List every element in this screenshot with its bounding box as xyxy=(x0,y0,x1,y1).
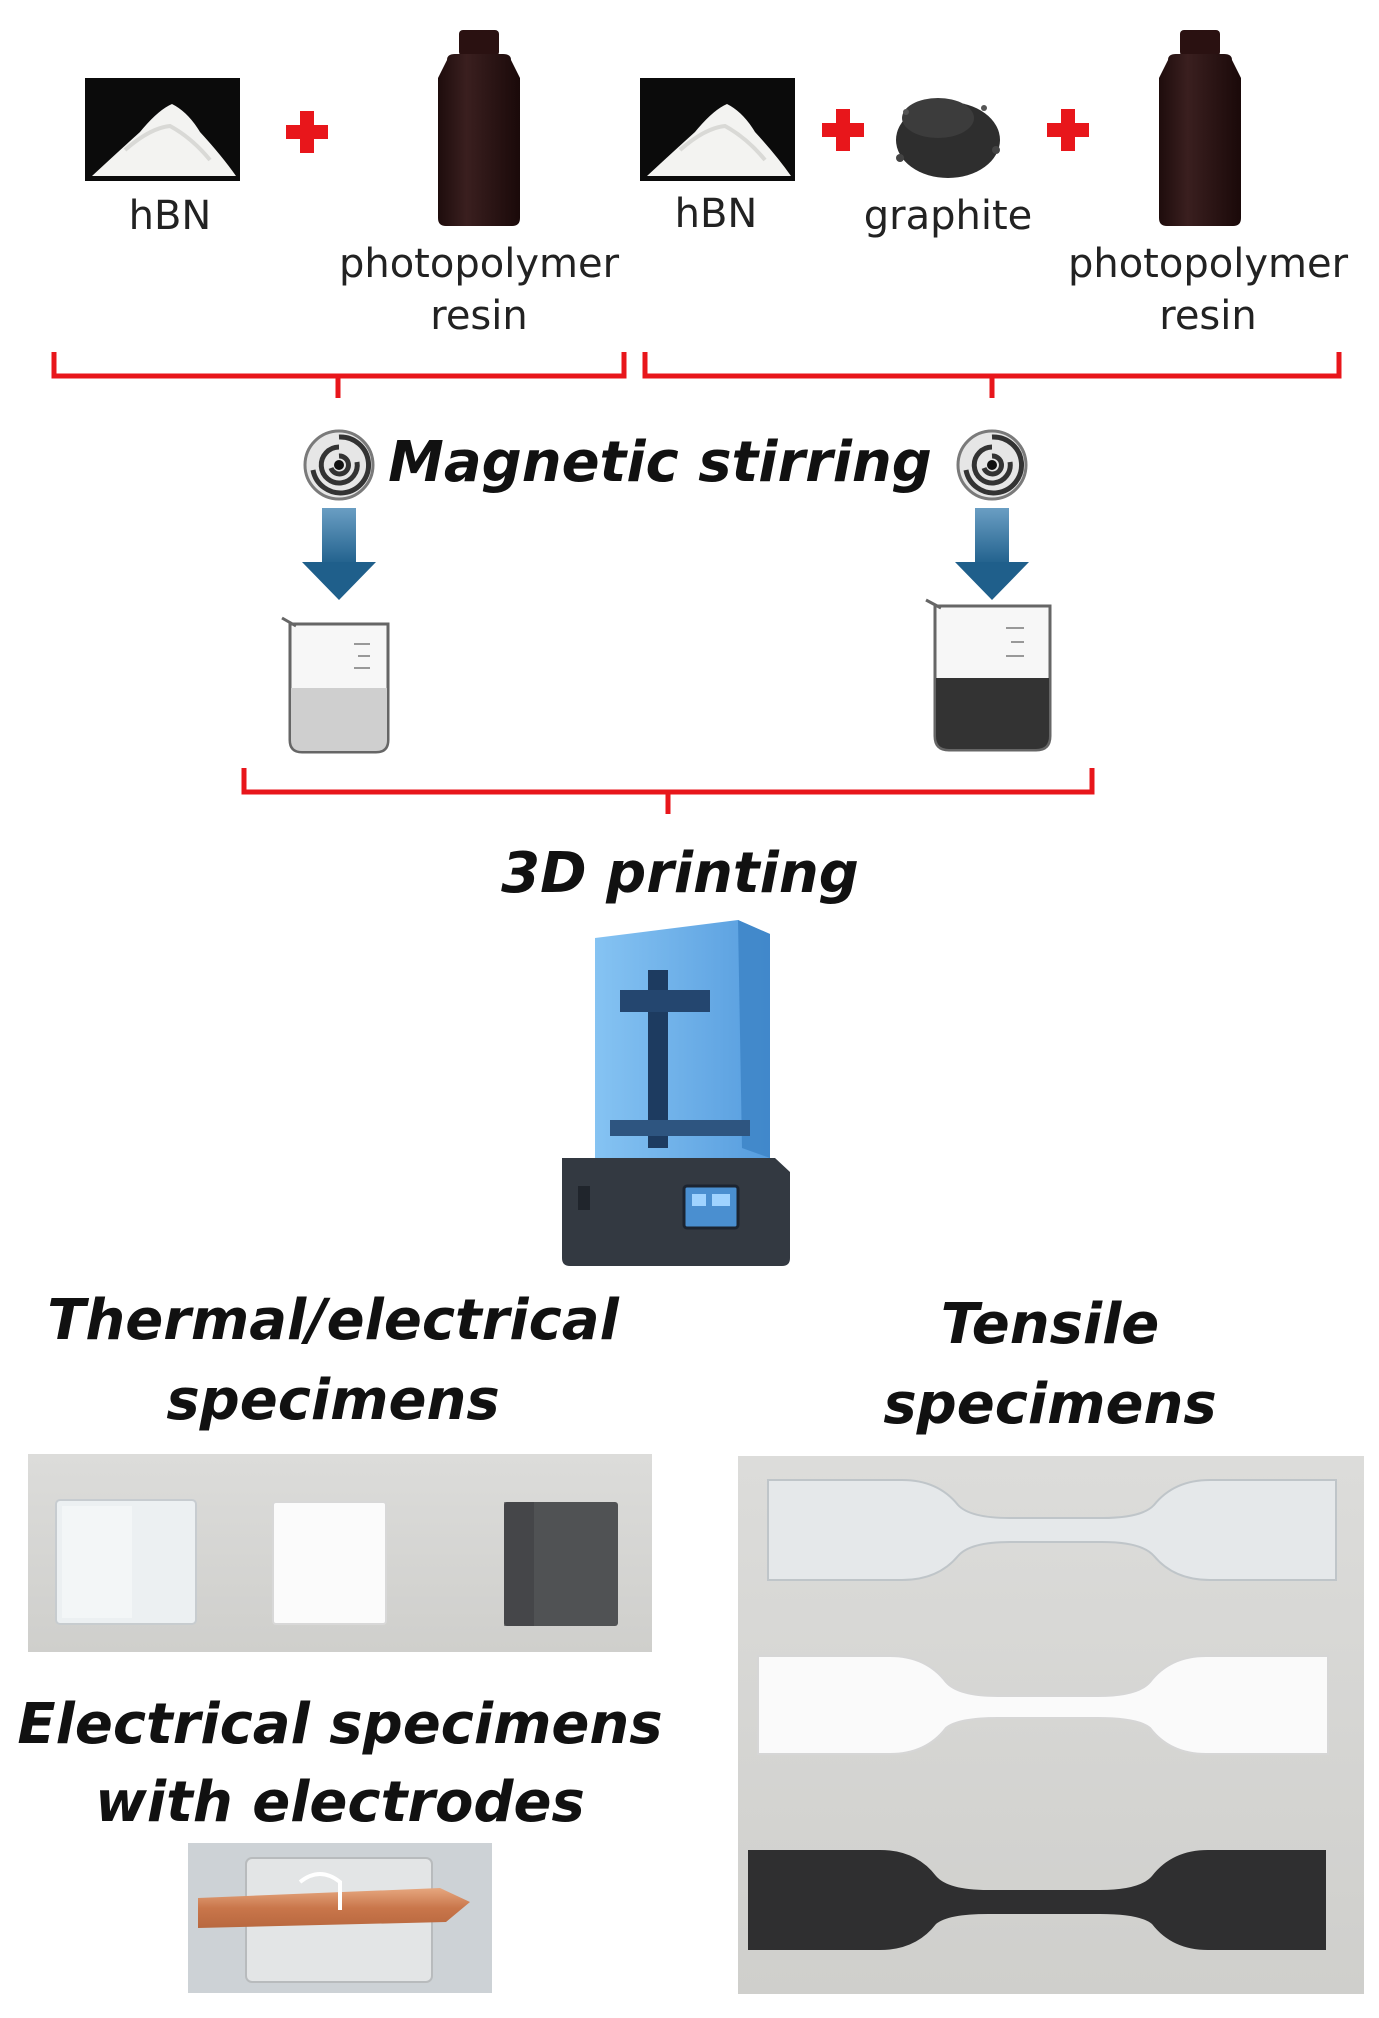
thermal-specimens-line1: Thermal/electrical xyxy=(47,1288,619,1353)
beaker-icon xyxy=(925,598,1052,752)
plus-icon xyxy=(822,109,864,151)
plus-icon xyxy=(286,111,328,153)
down-arrow-icon xyxy=(955,508,1029,600)
bottle-icon xyxy=(1159,30,1241,226)
resin-label-left-line1: photopolymer xyxy=(338,241,620,287)
printer-icon xyxy=(562,920,790,1266)
thermal-specimens-photo xyxy=(28,1454,652,1652)
3d-printing-heading: 3D printing xyxy=(501,841,859,906)
hbn-label-left: hBN xyxy=(128,193,212,239)
left-bracket xyxy=(51,352,627,398)
resin-label-left-line2: resin xyxy=(430,293,528,339)
hbn-label-right: hBN xyxy=(674,191,758,237)
tensile-specimens-line2: specimens xyxy=(883,1372,1217,1437)
magnetic-stirring-heading: Magnetic stirring xyxy=(388,430,932,495)
stirrer-icon xyxy=(303,429,375,501)
thermal-specimens-line2: specimens xyxy=(166,1368,500,1433)
mix-bracket xyxy=(241,768,1095,814)
electrode-specimens-line1: Electrical specimens xyxy=(17,1692,663,1757)
graphite-powder-icon xyxy=(896,98,1000,178)
resin-label-right-line1: photopolymer xyxy=(1067,241,1349,287)
down-arrow-icon xyxy=(302,508,376,600)
right-bracket xyxy=(642,352,1342,398)
powder-icon xyxy=(85,78,240,181)
bottle-icon xyxy=(438,30,520,226)
graphite-label: graphite xyxy=(863,193,1033,239)
tensile-specimens-photo xyxy=(738,1456,1364,1994)
powder-icon xyxy=(640,78,795,181)
electrode-specimen-photo xyxy=(188,1843,492,1993)
beaker-icon xyxy=(281,616,390,754)
tensile-specimens-line1: Tensile xyxy=(940,1292,1160,1357)
resin-label-right-line2: resin xyxy=(1159,293,1257,339)
stirrer-icon xyxy=(956,429,1028,501)
electrode-specimens-line2: with electrodes xyxy=(95,1770,585,1835)
plus-icon xyxy=(1047,109,1089,151)
